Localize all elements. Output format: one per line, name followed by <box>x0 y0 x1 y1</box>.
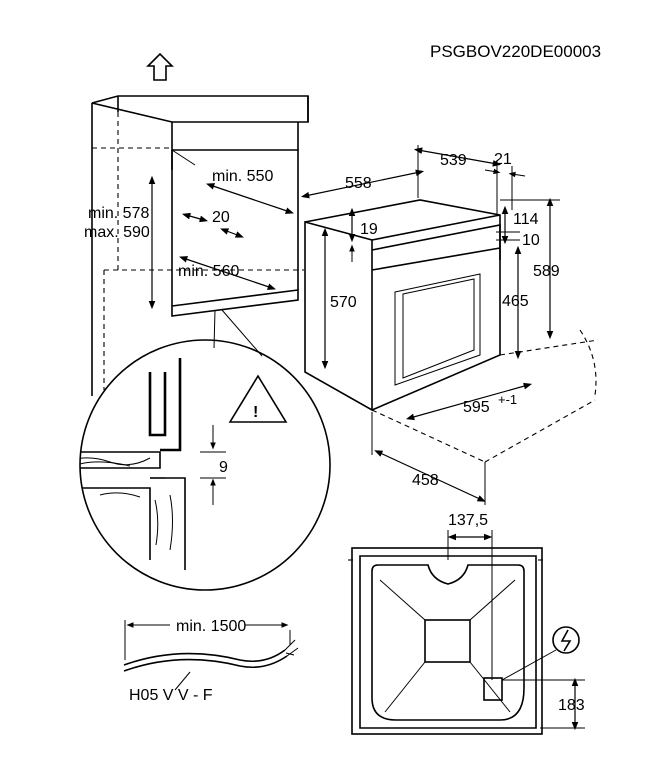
oven-front-21: 21 <box>494 151 512 168</box>
oven-width-595: 595 <box>463 399 490 416</box>
oven-back-view: 137,5 183 <box>348 512 585 735</box>
oven-depth-558: 558 <box>345 175 372 192</box>
oven-width-tolerance: +-1 <box>498 392 517 407</box>
back-offset-137-5: 137,5 <box>448 512 488 529</box>
oven-door-10: 10 <box>522 232 540 249</box>
niche-max-590: max. 590 <box>84 224 150 241</box>
up-arrow-icon <box>146 52 174 81</box>
oven-height-570: 570 <box>330 294 357 311</box>
back-height-183: 183 <box>558 697 585 714</box>
cable-type: H05 V V - F <box>129 687 213 704</box>
oven-top-19: 19 <box>360 221 378 238</box>
oven-height-465: 465 <box>502 293 529 310</box>
power-cable: min. 1500 H05 V V - F <box>123 618 299 704</box>
oven-top-114: 114 <box>513 211 539 228</box>
niche-gap-20: 20 <box>212 209 230 226</box>
oven-depth-539: 539 <box>440 152 467 169</box>
warning-mark: ! <box>253 404 258 421</box>
detail-gap-9: 9 <box>219 459 228 476</box>
drawing-code: PSGBOV220DE00003 <box>430 42 601 61</box>
cable-length: min. 1500 <box>176 618 246 635</box>
niche-min-578: min. 578 <box>88 205 149 222</box>
cabinet-niche: min. 578 max. 590 min. 550 20 min. 560 <box>84 52 309 396</box>
niche-min-560: min. 560 <box>178 263 239 280</box>
oven-height-589: 589 <box>533 263 560 280</box>
oven-perspective: 558 539 21 19 114 10 570 589 465 595 +-1… <box>300 145 599 505</box>
connection-box <box>483 677 503 701</box>
warning-triangle-icon <box>228 374 288 423</box>
detail-circle: ! 9 <box>79 339 331 591</box>
oven-door-458: 458 <box>412 472 439 489</box>
lightning-icon <box>560 629 572 652</box>
niche-min-550: min. 550 <box>212 168 273 185</box>
